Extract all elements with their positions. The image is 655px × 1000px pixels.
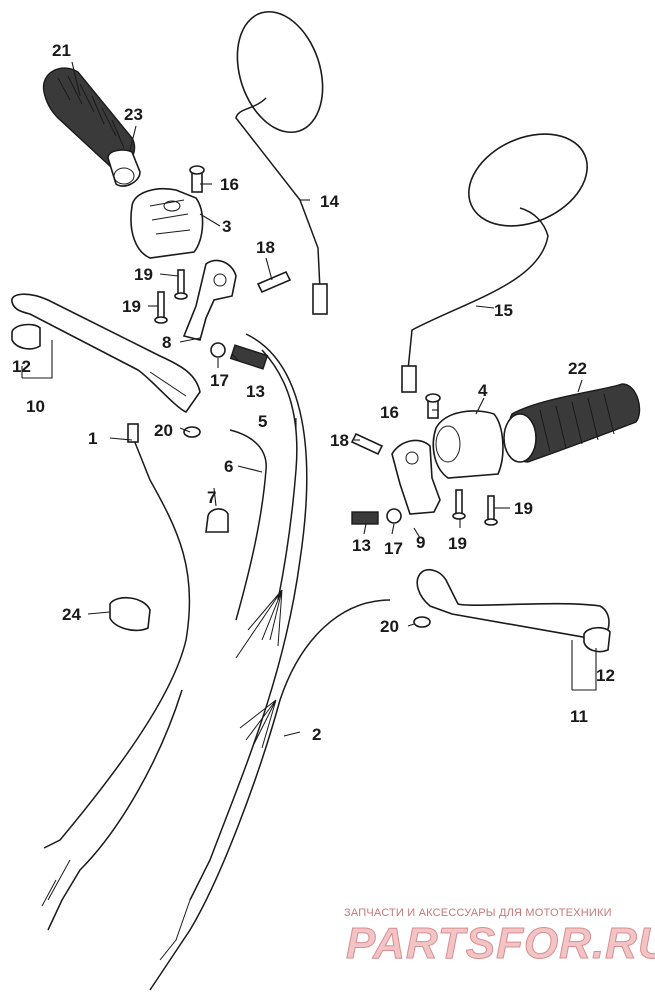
callout-16-right: 16 [380, 403, 399, 422]
lever-bracket-right [391, 439, 441, 515]
callout-6: 6 [224, 457, 233, 476]
callout-12-left: 12 [12, 357, 31, 376]
callout-19-c: 19 [448, 534, 467, 553]
callout-13-left: 13 [246, 382, 265, 401]
callout-16-left: 16 [220, 175, 239, 194]
callout-18-right: 18 [330, 431, 349, 450]
left-switch-housing [130, 188, 204, 259]
callout-17-left: 17 [210, 371, 229, 390]
callout-17-right: 17 [384, 539, 403, 558]
callout-24: 24 [62, 605, 81, 624]
callout-21: 21 [52, 41, 71, 60]
callout-11: 11 [570, 707, 588, 726]
callout-2: 2 [312, 725, 321, 744]
hardware [11, 165, 611, 653]
callout-12-right: 12 [596, 666, 615, 685]
callout-20-right: 20 [380, 617, 399, 636]
callout-4: 4 [478, 381, 488, 400]
callout-3: 3 [222, 217, 231, 236]
right-lever [416, 568, 610, 641]
left-mirror [235, 10, 328, 315]
callout-18-left: 18 [256, 238, 275, 257]
callout-15: 15 [494, 301, 513, 320]
callout-19-d: 19 [514, 499, 533, 518]
callout-22: 22 [568, 359, 587, 378]
callout-5: 5 [258, 412, 267, 431]
callout-8: 8 [162, 333, 171, 352]
lever-bracket-left [182, 259, 237, 341]
watermark: ЗАПЧАСТИ И АКСЕССУАРЫ ДЛЯ МОТОТЕХНИКИ PA… [344, 907, 655, 969]
right-mirror [401, 133, 588, 393]
left-lever [11, 293, 201, 413]
callout-7: 7 [207, 488, 216, 507]
callout-1: 1 [88, 429, 97, 448]
callout-14: 14 [320, 192, 339, 211]
callout-20-left: 20 [154, 421, 173, 440]
callout-labels: 1 2 3 4 5 6 7 8 9 10 11 12 12 13 13 14 1… [12, 41, 615, 744]
watermark-logo: PARTSFOR.RU [346, 919, 655, 968]
callout-10: 10 [26, 397, 45, 416]
callout-19-a: 19 [134, 265, 153, 284]
callout-13-right: 13 [352, 536, 371, 555]
right-grip [503, 383, 641, 463]
callout-23: 23 [124, 105, 143, 124]
watermark-tagline: ЗАПЧАСТИ И АКСЕССУАРЫ ДЛЯ МОТОТЕХНИКИ [344, 907, 612, 919]
callout-19-b: 19 [122, 297, 141, 316]
cables [41, 333, 391, 991]
callout-9: 9 [416, 533, 425, 552]
grip-end-cap [107, 149, 141, 187]
leader-lines [21, 61, 597, 737]
right-switch-housing [432, 410, 504, 479]
